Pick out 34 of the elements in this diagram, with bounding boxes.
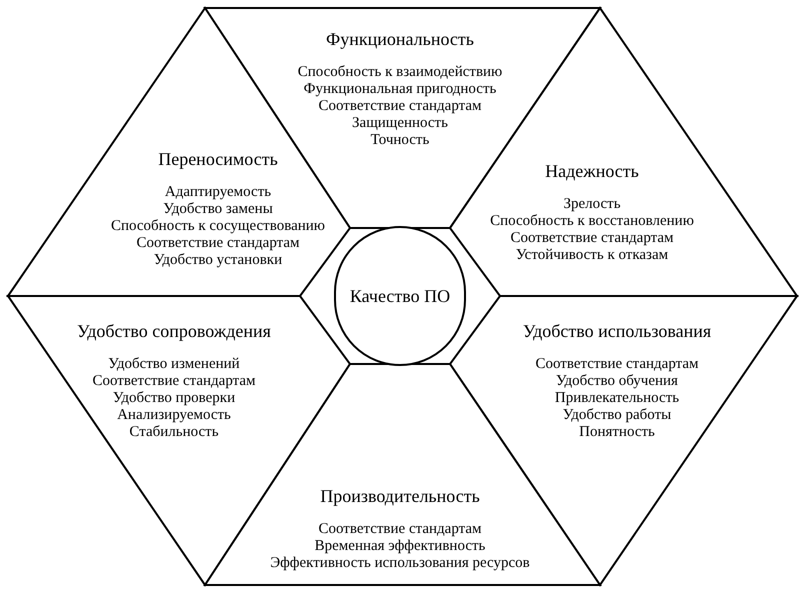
quality-attribute: Удобство обучения [556, 373, 678, 390]
quality-attribute: Удобство установки [154, 252, 282, 269]
quality-attribute: Функциональная пригодность [304, 81, 496, 98]
quality-attribute: Стабильность [129, 424, 219, 441]
quality-attribute: Эффективность использования ресурсов [270, 555, 530, 572]
center-label: Качество ПО [350, 284, 450, 308]
quality-attribute: Соответствие стандартам [318, 521, 482, 538]
quality-attribute: Адаптируемость [164, 184, 272, 201]
segment-heading: Удобство использования [522, 320, 712, 342]
segment-heading: Производительность [320, 485, 480, 507]
quality-attribute: Понятность [579, 424, 655, 441]
quality-attribute: Временная эффективность [314, 538, 486, 555]
quality-attribute: Зрелость [563, 196, 621, 213]
quality-attribute: Анализируемость [117, 407, 231, 424]
segment-heading: Переносимость [158, 148, 278, 170]
quality-attribute: Соответствие стандартам [136, 235, 300, 252]
quality-attribute: Соответствие стандартам [510, 230, 674, 247]
quality-attribute: Способность к взаимодействию [298, 64, 502, 81]
quality-attribute: Точность [370, 132, 430, 149]
quality-attribute: Устойчивость к отказам [516, 247, 668, 264]
segment-heading: Надежность [545, 160, 639, 182]
segment-heading: Удобство сопровождения [77, 320, 271, 342]
quality-attribute: Соответствие стандартам [92, 373, 256, 390]
quality-attribute: Удобство изменений [108, 356, 240, 373]
quality-attribute: Удобство работы [562, 407, 672, 424]
segment-heading: Функциональность [326, 28, 474, 50]
quality-attribute: Способность к восстановлению [490, 213, 694, 230]
quality-attribute: Соответствие стандартам [318, 98, 482, 115]
quality-attribute: Привлекательность [554, 390, 680, 407]
quality-attribute: Соответствие стандартам [535, 356, 699, 373]
quality-attribute: Удобство проверки [112, 390, 236, 407]
quality-attribute: Удобство замены [163, 201, 273, 218]
quality-attribute: Способность к сосуществованию [110, 218, 325, 235]
quality-attribute: Защищенность [352, 115, 448, 132]
